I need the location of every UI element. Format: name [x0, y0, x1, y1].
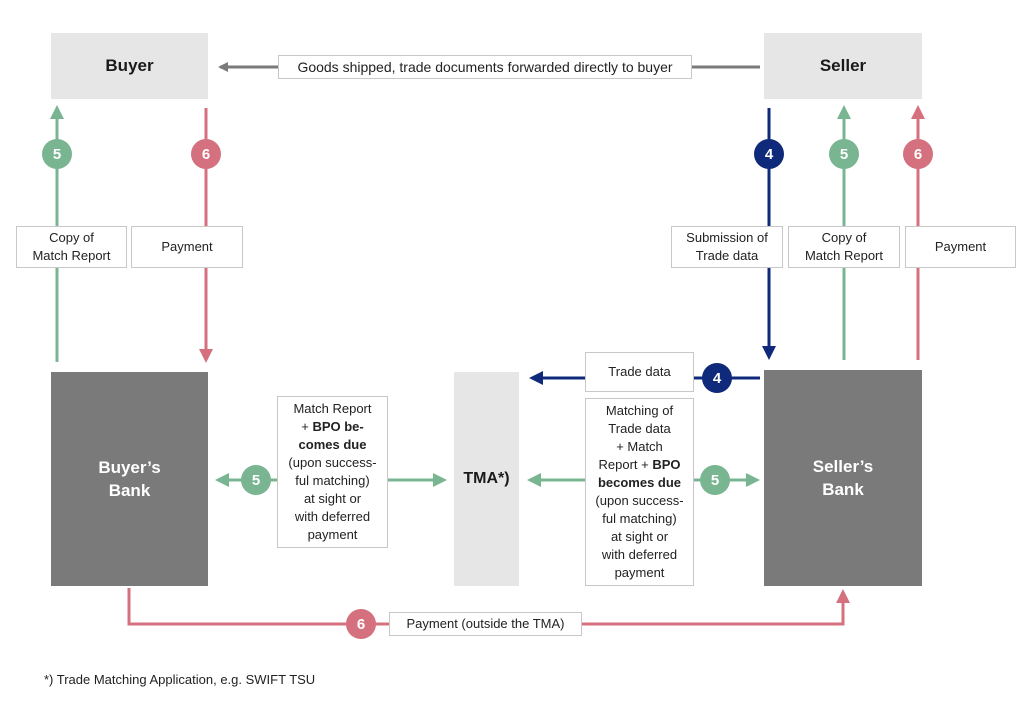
- badge-seller-copy-match: 5: [829, 139, 859, 169]
- sellers-bank-title-line2: Bank: [822, 480, 864, 499]
- buyer-title: Buyer: [105, 56, 154, 75]
- badge-buyer-payment: 6: [191, 139, 221, 169]
- payment-outside-label: Payment (outside the TMA): [389, 612, 582, 636]
- buyer-payment-label: Payment: [131, 226, 243, 268]
- sellers-bank-title-line1: Seller’s: [812, 457, 874, 476]
- buyers-bank-title-line2: Bank: [108, 481, 151, 500]
- badge-buyer-copy-match: 5: [42, 139, 72, 169]
- footnote: *) Trade Matching Application, e.g. SWIF…: [44, 672, 316, 687]
- tma-title: TMA*): [463, 470, 510, 487]
- seller-submission-label: Submission of Trade data: [671, 226, 783, 268]
- seller-box: Seller: [764, 33, 922, 99]
- badge-seller-submission: 4: [754, 139, 784, 169]
- tma-box: TMA*): [454, 372, 519, 586]
- trade-data-label: Trade data: [585, 352, 694, 392]
- badge-bottom-payment: 6: [346, 609, 376, 639]
- seller-copy-match-label: Copy of Match Report: [788, 226, 900, 268]
- buyer-box: Buyer: [51, 33, 208, 99]
- badge-trade-data: 4: [702, 363, 732, 393]
- buyer-copy-match-label: Copy of Match Report: [16, 226, 127, 268]
- buyers-bank-title-line1: Buyer’s: [98, 458, 161, 477]
- seller-payment-label: Payment: [905, 226, 1016, 268]
- right-match-label: Matching of Trade data + Match Report + …: [585, 398, 694, 586]
- badge-seller-payment: 6: [903, 139, 933, 169]
- badge-right-match: 5: [700, 465, 730, 495]
- left-match-label: Match Report + BPO be- comes due (upon s…: [277, 396, 388, 548]
- badge-left-match: 5: [241, 465, 271, 495]
- buyers-bank-box: Buyer’s Bank: [51, 372, 208, 586]
- goods-shipped-label: Goods shipped, trade documents forwarded…: [278, 55, 692, 79]
- sellers-bank-box: Seller’s Bank: [764, 370, 922, 586]
- seller-title: Seller: [819, 56, 867, 75]
